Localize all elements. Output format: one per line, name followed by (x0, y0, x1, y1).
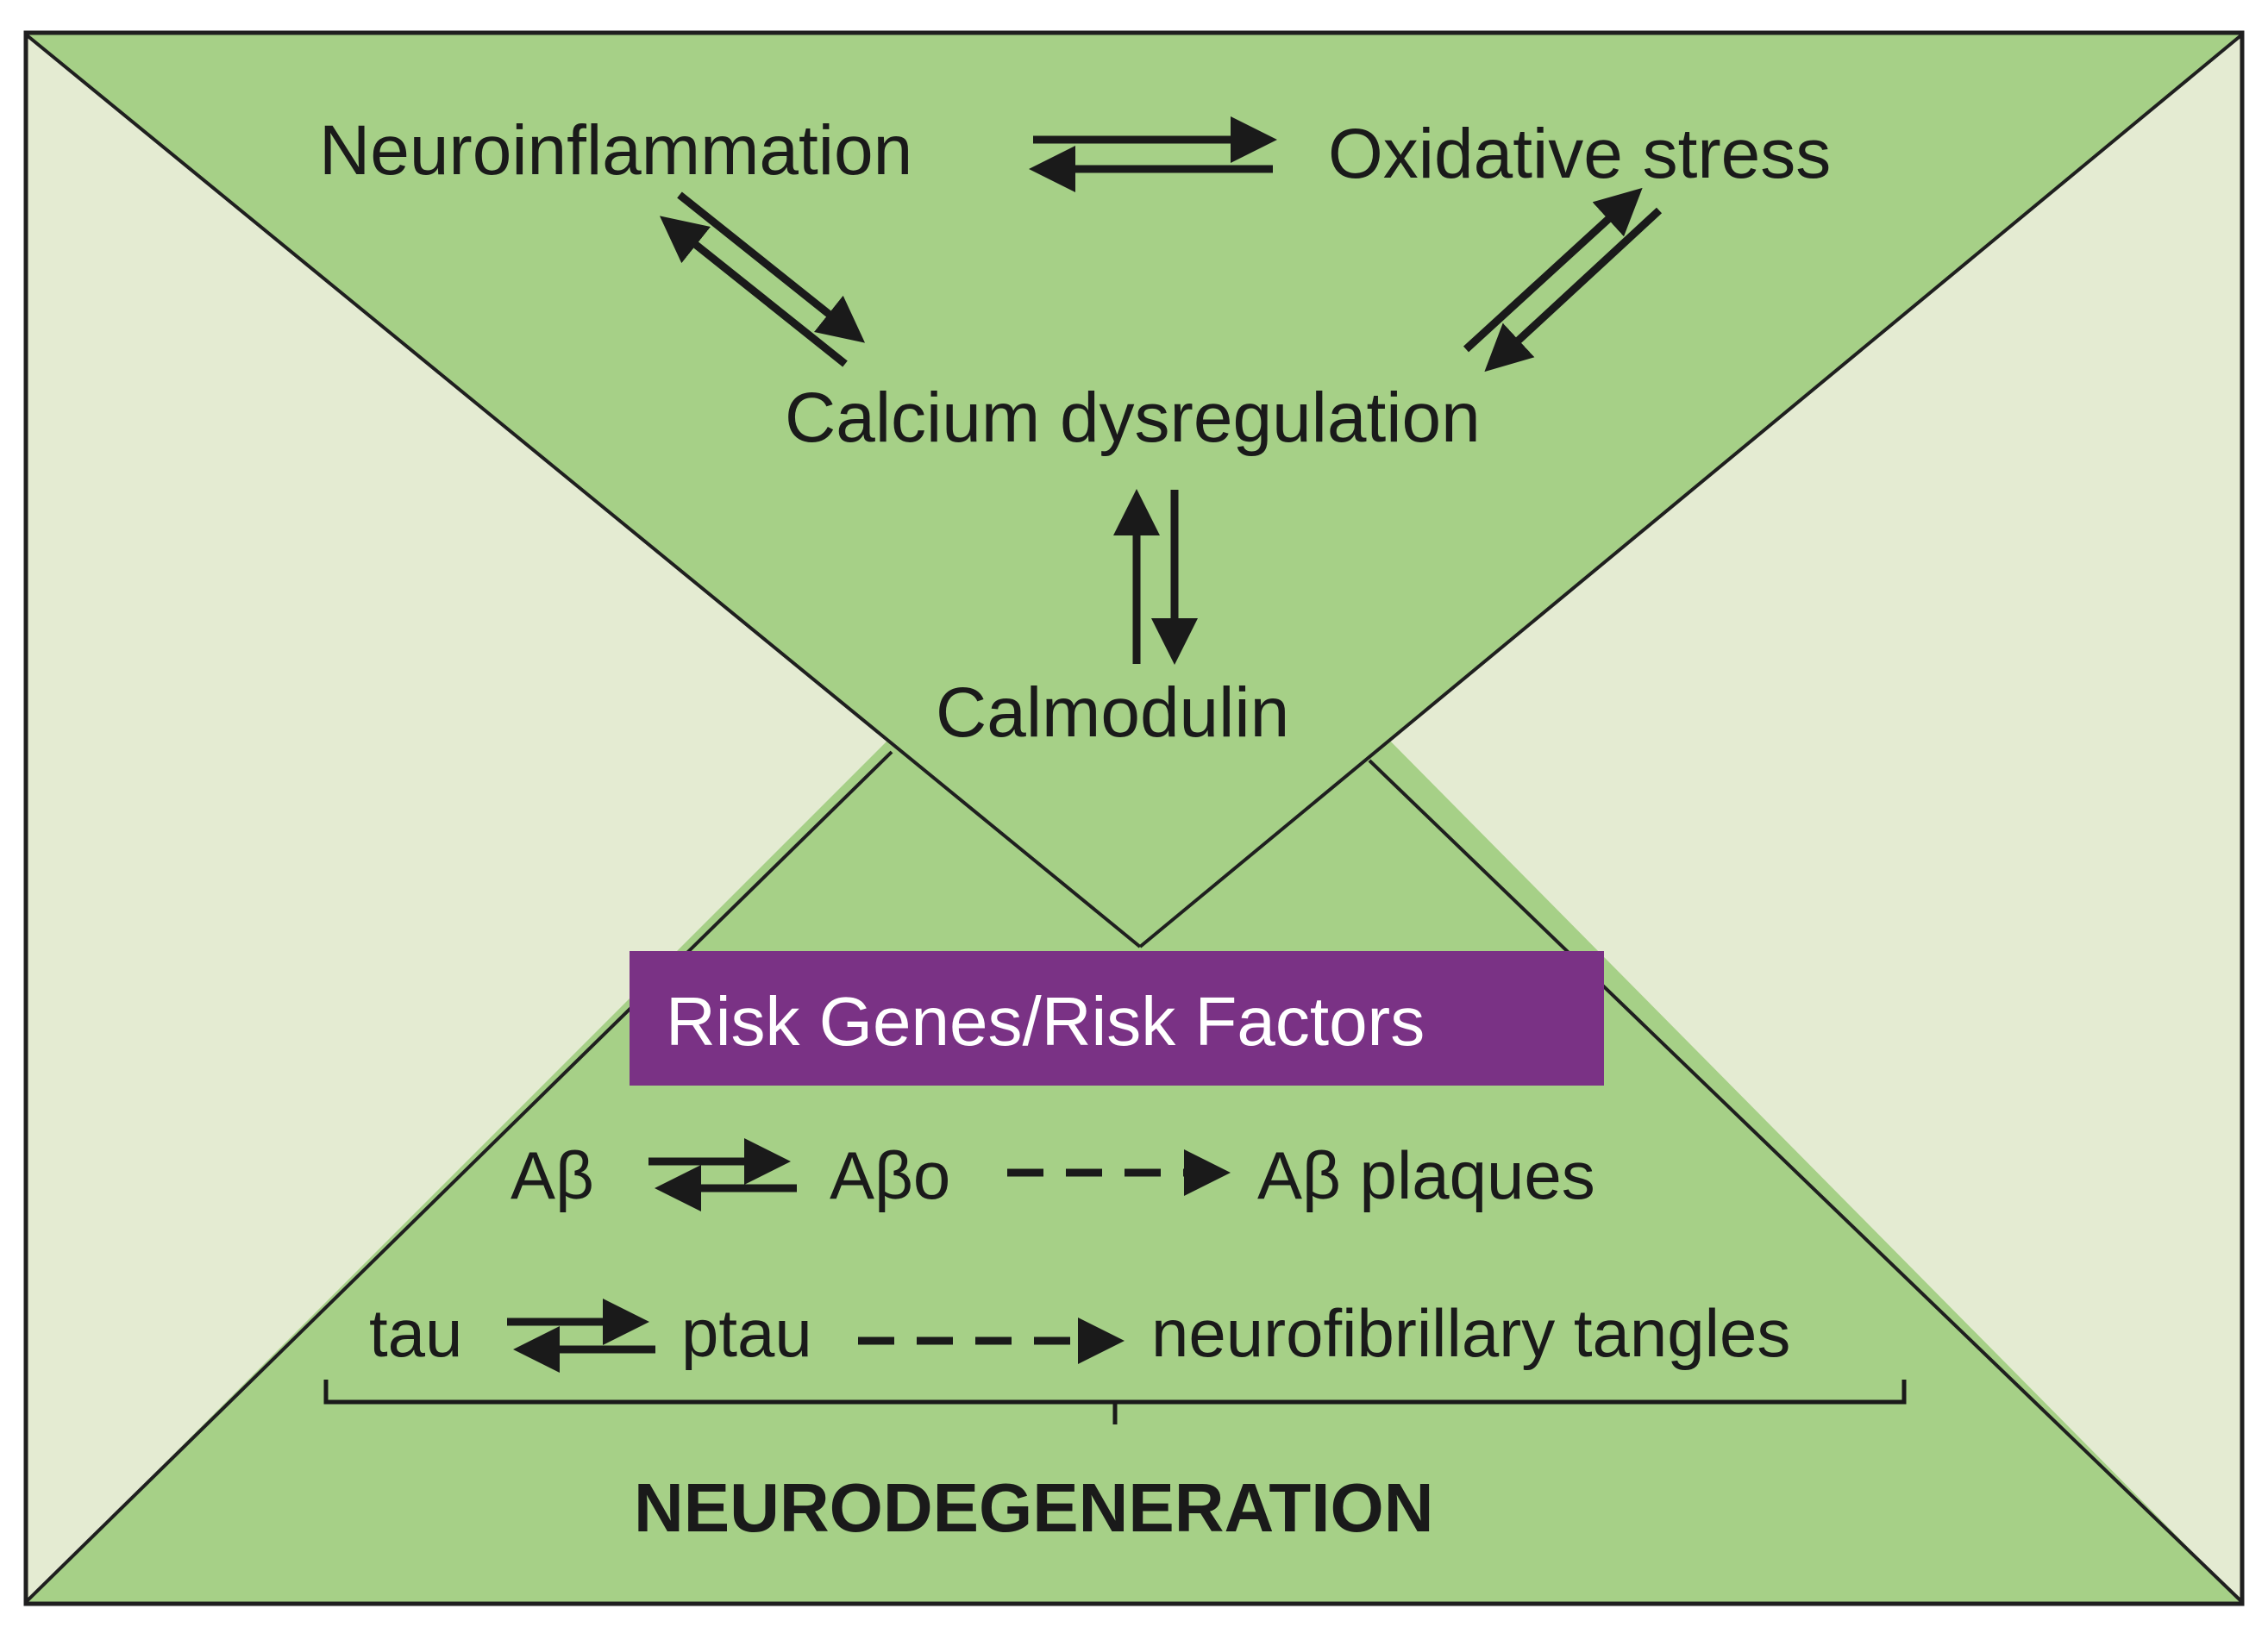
node-calmodulin: Calmodulin (936, 673, 1289, 752)
triangle-edges (24, 33, 2244, 1604)
node-abeta-plaques: Aβ plaques (1257, 1137, 1595, 1213)
outer-frame-border (23, 30, 2245, 1606)
grouping-bracket (323, 1380, 1907, 1424)
node-abeta-oligomer: Aβo (830, 1137, 950, 1213)
arrow-calcium-to-neuro (659, 216, 848, 367)
outcome-neurodegeneration: NEURODEGENERATION (634, 1469, 1433, 1546)
node-tau: tau (369, 1295, 462, 1371)
risk-factors-box (630, 951, 1604, 1086)
node-neurofibrillary-tangles: neurofibrillary tangles (1151, 1295, 1790, 1371)
node-neuroinflammation: Neuroinflammation (319, 111, 912, 190)
arrow-oxidative-to-calcium (1484, 207, 1663, 372)
risk-factors-label: Risk Genes/Risk Factors (666, 983, 1425, 1060)
node-abeta: Aβ (511, 1137, 594, 1213)
node-ptau: ptau (681, 1295, 812, 1371)
node-oxidative-stress: Oxidative stress (1328, 115, 1831, 193)
node-calcium-dysregulation: Calcium dysregulation (785, 379, 1481, 457)
